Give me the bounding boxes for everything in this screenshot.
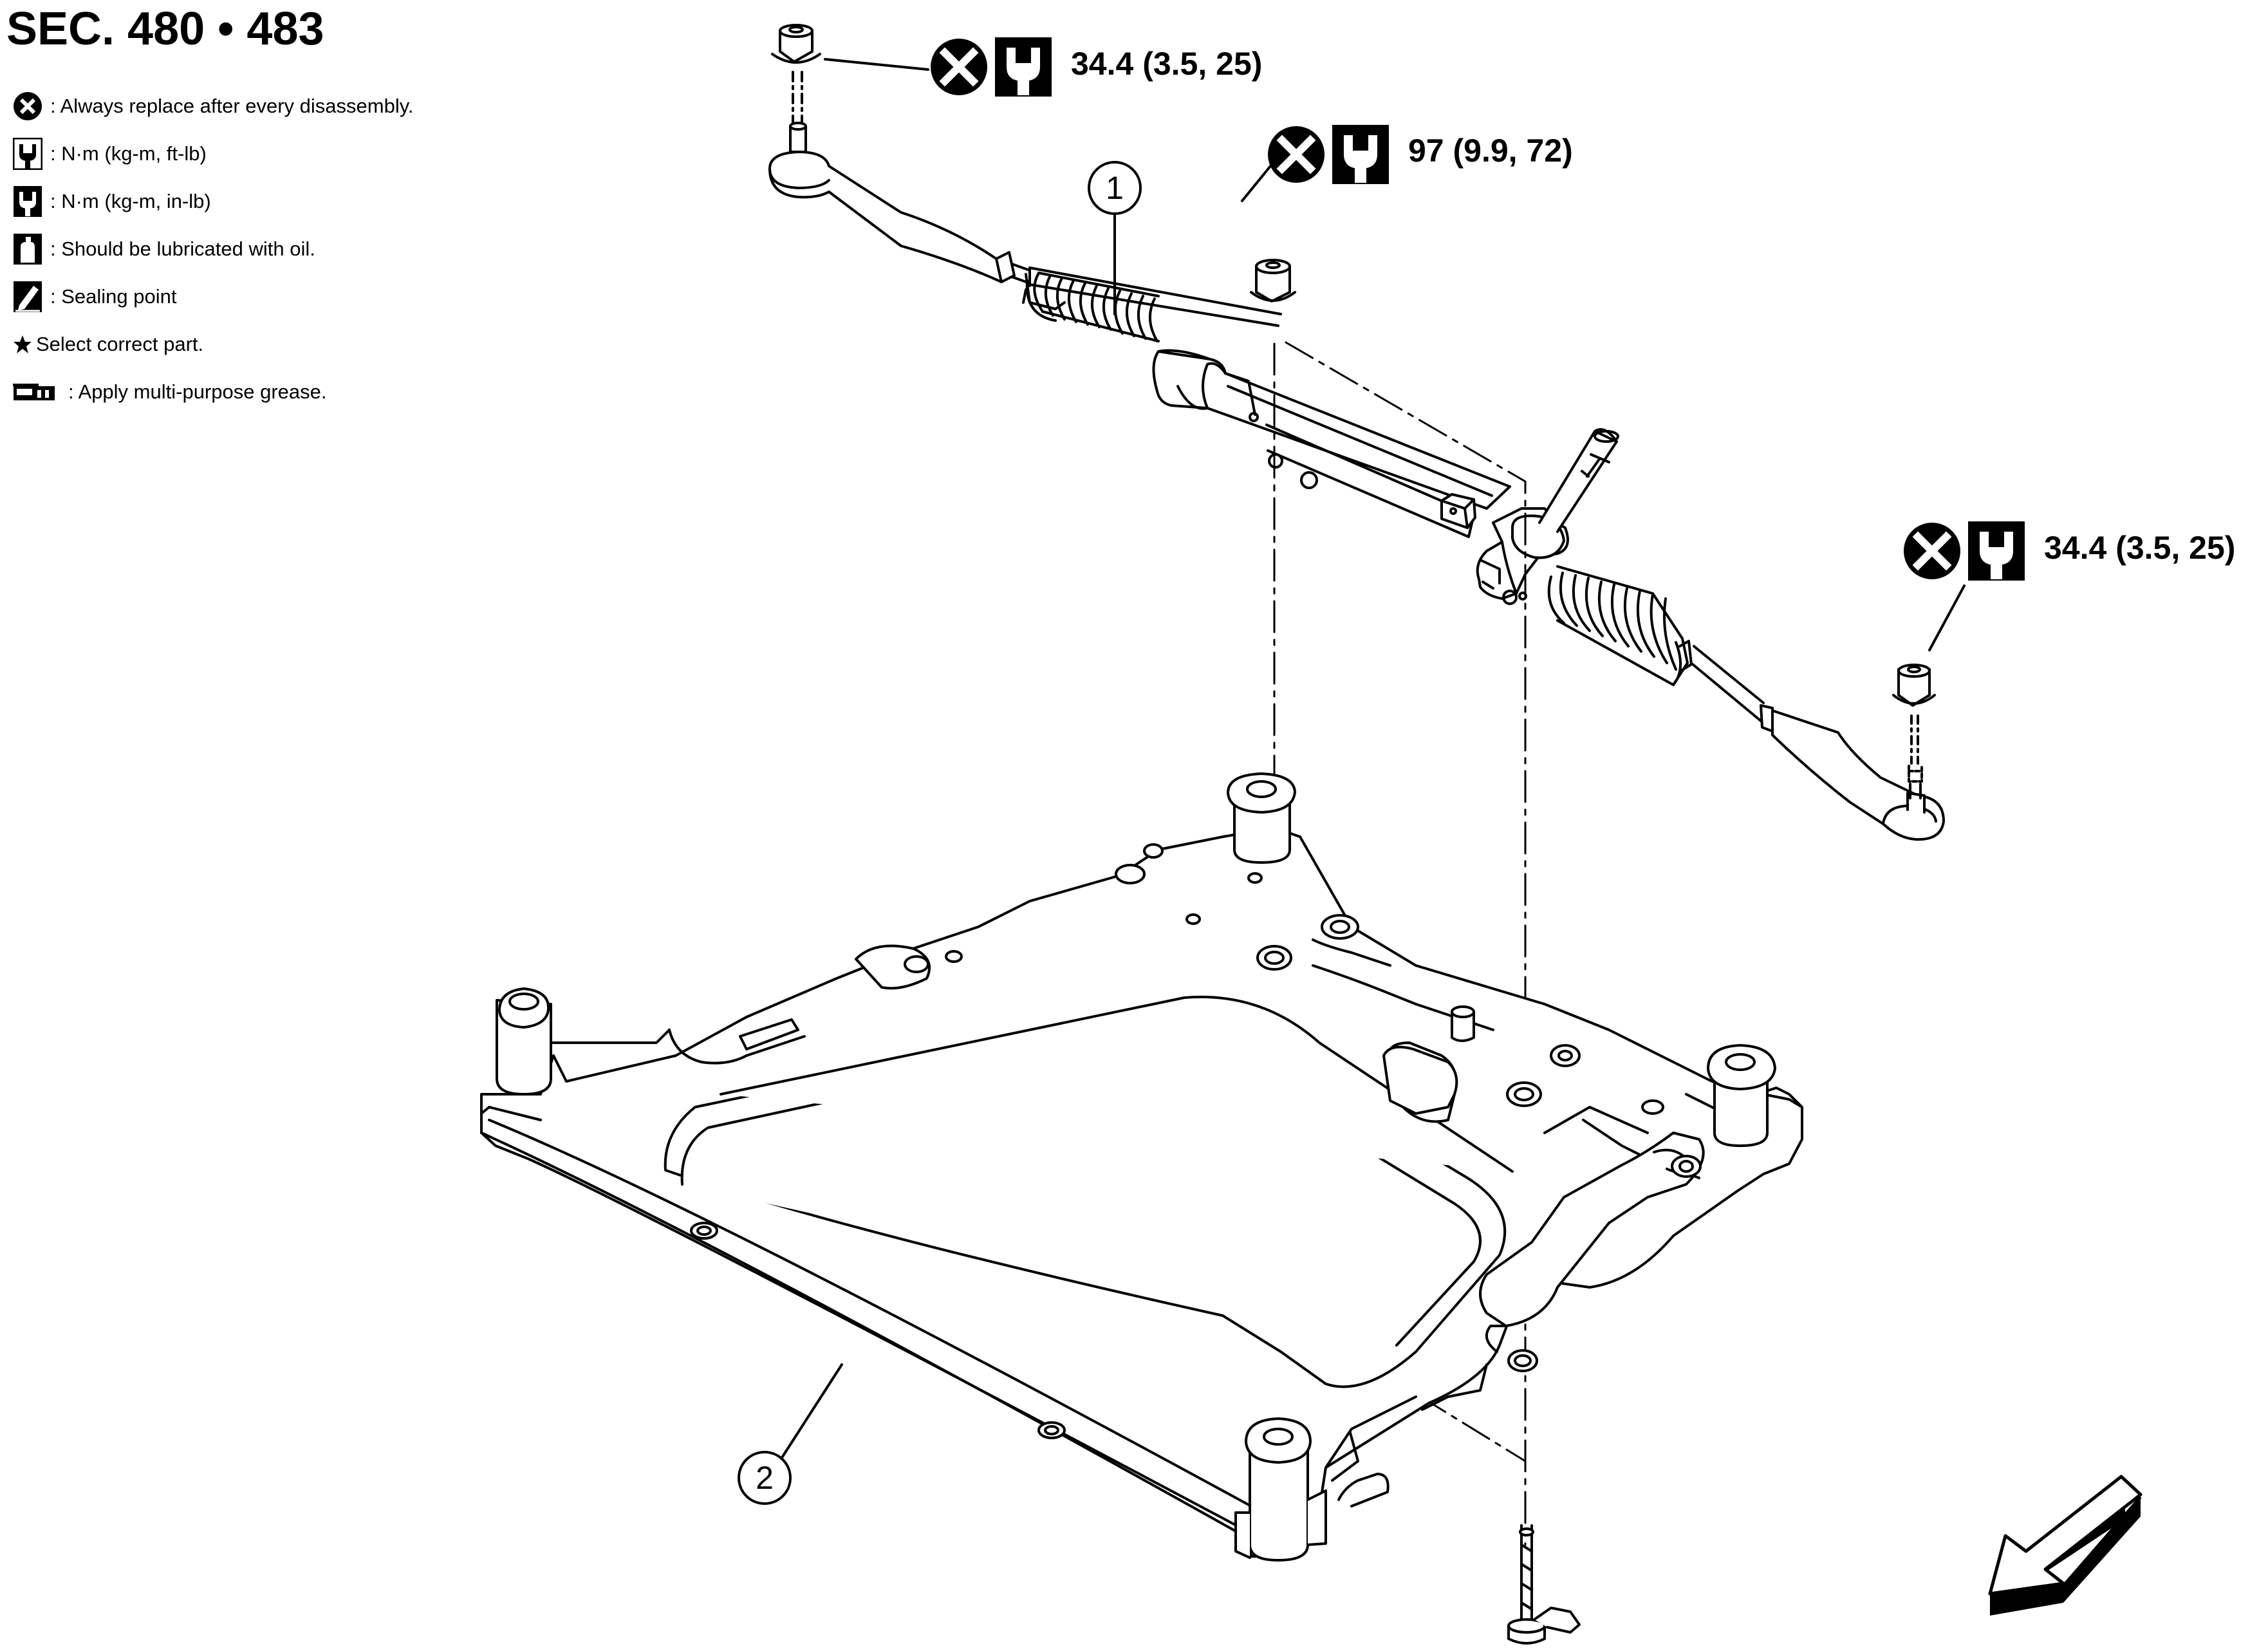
legend-row-sealing: : Sealing point [13,273,414,321]
legend-text: : Apply multi-purpose grease. [68,380,327,403]
callout-circle-2 [738,1451,792,1505]
leader-left-tie-rod-nut [824,58,929,71]
legend-row-torque-inlb: : N·m (kg-m, in-lb) [13,178,414,225]
section-title: SEC. 480 • 483 [6,3,324,55]
leader-right-tie-rod-nut [1928,584,1966,651]
replace-circle-x-icon [13,89,46,123]
torque-wrench-icon [1332,125,1389,184]
front-suspension-crossmember [480,826,1803,1558]
torque-wrench-icon [995,37,1052,97]
sealing-pencil-icon [13,280,46,313]
rack-mounting-bolt [1507,1524,1581,1645]
torque-wrench-icon [1968,521,2025,581]
legend-text: : Sealing point [50,285,177,308]
torque-wrench-ftlb-icon [13,137,46,171]
torque-label-rack-mount: 97 (9.9, 72) [1408,133,1573,169]
legend-text: Select correct part. [36,333,204,355]
legend-text: : N·m (kg-m, in-lb) [50,190,211,212]
legend-text: : N·m (kg-m, ft-lb) [50,142,207,165]
left-tie-rod-nut [771,24,821,127]
replace-circle-x-icon [1268,126,1325,183]
star-icon [13,328,32,361]
oil-can-icon [13,232,46,266]
left-bellows-boot [1022,266,1160,342]
crossmember-slot [1382,1045,1458,1115]
left-tie-rod [1028,266,1282,327]
legend-row-oil: : Should be lubricated with oil. [13,225,414,273]
legend-row-replace: : Always replace after every disassembly… [13,82,414,130]
grease-gun-icon [13,375,64,409]
legend-row-star: Select correct part. [13,321,414,368]
replace-circle-x-icon [1904,523,1960,579]
crossmember-bushing-left-front [496,987,671,1096]
front-direction-arrow-icon [1988,1475,2143,1616]
torque-wrench-inlb-icon [13,185,46,218]
rack-housing [1152,349,1511,538]
right-tie-rod [1691,645,1765,722]
crossmember-locating-pin [1451,1005,1475,1042]
legend-row-grease: : Apply multi-purpose grease. [13,368,414,416]
left-tie-rod-end [768,122,1016,283]
right-bellows-boot [1547,565,1689,686]
callout-number-1: 1 [1106,170,1124,206]
legend-row-torque-ftlb: : N·m (kg-m, ft-lb) [13,130,414,178]
torque-label-right-tie-rod: 34.4 (3.5, 25) [2044,530,2236,566]
leader-rack-mount-nut [1241,151,1283,202]
legend-text: : Always replace after every disassembly… [50,95,414,117]
crossmember-bushing-left-rear [1227,772,1296,864]
right-tie-rod-nut [1892,664,1936,765]
replace-circle-x-icon [931,39,987,95]
rack-mount-nut [1250,259,1296,303]
callout-circle-1 [1088,161,1142,215]
right-tie-rod-end [1760,704,1945,841]
callout-leader-2 [780,1363,843,1460]
crossmember-bushing-right-front [1234,1417,1327,1562]
legend-text: : Should be lubricated with oil. [50,238,315,260]
crossmember-bushing-right-rear [1707,1044,1776,1147]
legend: : Always replace after every disassembly… [13,82,414,416]
torque-label-left-tie-rod: 34.4 (3.5, 25) [1071,46,1263,82]
callout-number-2: 2 [756,1460,774,1496]
